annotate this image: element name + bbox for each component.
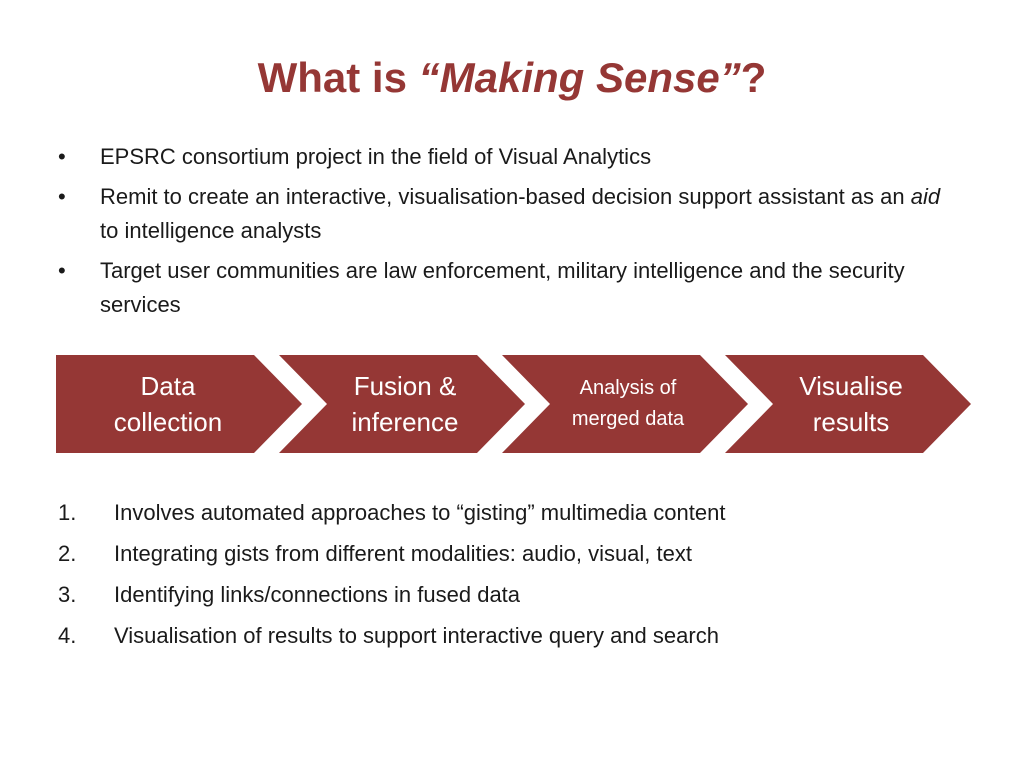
item-text: Identifying links/connections in fused d… bbox=[114, 582, 521, 607]
item-number: 4. bbox=[58, 623, 77, 648]
item-number: 3. bbox=[58, 582, 77, 607]
process-step-label: Fusion & inference bbox=[351, 371, 459, 437]
item-text: Involves automated approaches to “gistin… bbox=[114, 500, 726, 525]
bullet-item: • Remit to create an interactive, visual… bbox=[58, 180, 958, 248]
process-step-data-collection: Data collection bbox=[56, 355, 302, 453]
numbered-item: 4. Visualisation of results to support i… bbox=[58, 619, 958, 653]
bullet-text-after: to intelligence analysts bbox=[100, 218, 322, 243]
bullet-text-before: Remit to create an interactive, visualis… bbox=[100, 184, 911, 209]
bullet-marker: • bbox=[58, 258, 66, 283]
process-step-analysis: Analysis of merged data bbox=[502, 355, 748, 453]
bullet-item: • Target user communities are law enforc… bbox=[58, 254, 958, 322]
item-text: Visualisation of results to support inte… bbox=[114, 623, 719, 648]
numbered-list: 1. Involves automated approaches to “gis… bbox=[58, 496, 958, 660]
item-number: 1. bbox=[58, 500, 77, 525]
bullet-text-emphasis: aid bbox=[910, 184, 941, 209]
numbered-item: 1. Involves automated approaches to “gis… bbox=[58, 496, 958, 530]
slide-title: What is “Making Sense”? bbox=[0, 52, 1024, 104]
bullet-marker: • bbox=[58, 184, 66, 209]
title-prefix: What is bbox=[257, 54, 419, 101]
numbered-item: 2. Integrating gists from different moda… bbox=[58, 537, 958, 571]
bullet-list: • EPSRC consortium project in the field … bbox=[58, 140, 958, 328]
process-step-label: Analysis of merged data bbox=[571, 377, 685, 430]
process-step-fusion-inference: Fusion & inference bbox=[279, 355, 525, 453]
process-diagram: Data collection Fusion & inference Analy… bbox=[56, 355, 971, 453]
bullet-text: EPSRC consortium project in the field of… bbox=[100, 144, 652, 169]
process-step-label: Data collection bbox=[113, 371, 223, 437]
process-step-label: Visualise results bbox=[799, 371, 903, 437]
process-step-visualise: Visualise results bbox=[725, 355, 971, 453]
title-emphasis: “Making Sense” bbox=[418, 54, 741, 101]
bullet-marker: • bbox=[58, 144, 66, 169]
item-text: Integrating gists from different modalit… bbox=[114, 541, 692, 566]
bullet-text: Target user communities are law enforcem… bbox=[100, 258, 905, 317]
item-number: 2. bbox=[58, 541, 77, 566]
numbered-item: 3. Identifying links/connections in fuse… bbox=[58, 578, 958, 612]
bullet-item: • EPSRC consortium project in the field … bbox=[58, 140, 958, 174]
title-suffix: ? bbox=[740, 54, 767, 101]
